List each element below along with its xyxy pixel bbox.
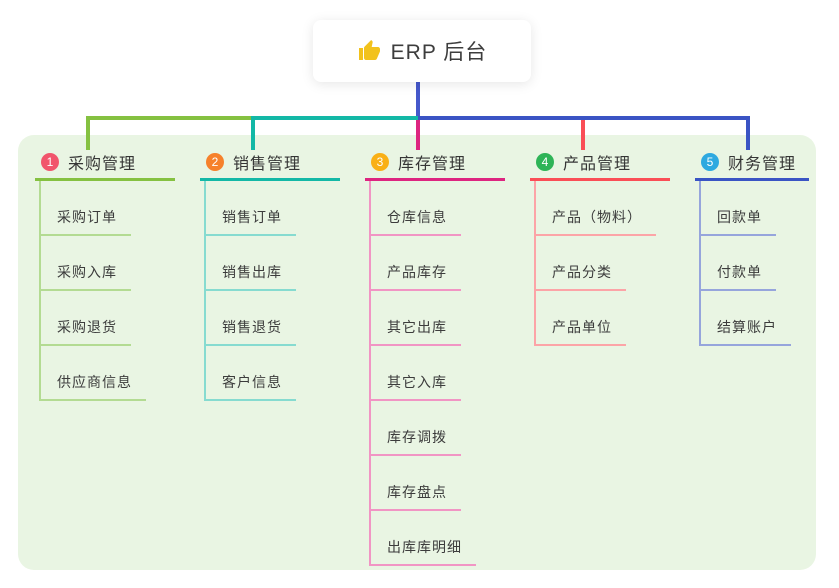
child-node[interactable]: 回款单 <box>701 181 776 236</box>
branches-panel <box>18 135 816 570</box>
branch-node-1[interactable]: 1 采购管理 <box>35 146 175 181</box>
child-label: 销售出库 <box>222 264 282 280</box>
branch-label: 财务管理 <box>728 156 797 173</box>
child-node[interactable]: 其它入库 <box>371 346 461 401</box>
branch-drop-2 <box>251 116 255 150</box>
child-label: 出库库明细 <box>387 539 462 555</box>
child-label: 回款单 <box>717 209 762 225</box>
child-node[interactable]: 采购订单 <box>41 181 131 236</box>
branch-label: 库存管理 <box>398 156 467 173</box>
child-label: 库存调拨 <box>387 429 447 445</box>
child-node[interactable]: 库存调拨 <box>371 401 461 456</box>
child-label: 采购订单 <box>57 209 117 225</box>
branch-children-3: 仓库信息产品库存其它出库其它入库库存调拨库存盘点出库库明细 <box>369 181 476 566</box>
child-node[interactable]: 采购入库 <box>41 236 131 291</box>
child-label: 库存盘点 <box>387 484 447 500</box>
root-connector-line <box>416 82 420 116</box>
thumbs-up-icon <box>357 39 381 63</box>
child-label: 其它出库 <box>387 319 447 335</box>
child-node[interactable]: 库存盘点 <box>371 456 461 511</box>
child-label: 销售订单 <box>222 209 282 225</box>
child-node[interactable]: 采购退货 <box>41 291 131 346</box>
child-label: 产品单位 <box>552 319 612 335</box>
child-node[interactable]: 结算账户 <box>701 291 791 346</box>
child-node[interactable]: 销售订单 <box>206 181 296 236</box>
child-label: 采购退货 <box>57 319 117 335</box>
branch-drop-1 <box>86 116 90 150</box>
branch-node-2[interactable]: 2 销售管理 <box>200 146 340 181</box>
child-node[interactable]: 仓库信息 <box>371 181 461 236</box>
child-node[interactable]: 其它出库 <box>371 291 461 346</box>
branch-drop-5 <box>746 116 750 150</box>
branch-label: 采购管理 <box>68 156 137 173</box>
child-node[interactable]: 付款单 <box>701 236 776 291</box>
child-label: 产品库存 <box>387 264 447 280</box>
child-node[interactable]: 产品单位 <box>536 291 626 346</box>
branch-index-badge: 4 <box>536 153 554 171</box>
child-node[interactable]: 产品分类 <box>536 236 626 291</box>
child-node[interactable]: 销售退货 <box>206 291 296 346</box>
child-label: 结算账户 <box>717 319 777 335</box>
child-label: 仓库信息 <box>387 209 447 225</box>
branch-node-4[interactable]: 4 产品管理 <box>530 146 670 181</box>
child-node[interactable]: 销售出库 <box>206 236 296 291</box>
branch-children-2: 销售订单销售出库销售退货客户信息 <box>204 181 296 401</box>
connector-segment-2 <box>253 116 418 120</box>
branch-children-5: 回款单付款单结算账户 <box>699 181 791 346</box>
child-label: 其它入库 <box>387 374 447 390</box>
branch-drop-4 <box>581 120 585 150</box>
child-node[interactable]: 出库库明细 <box>371 511 476 566</box>
child-node[interactable]: 产品（物料） <box>536 181 656 236</box>
branch-index-badge: 5 <box>701 153 719 171</box>
child-label: 付款单 <box>717 264 762 280</box>
branch-node-3[interactable]: 3 库存管理 <box>365 146 505 181</box>
child-label: 销售退货 <box>222 319 282 335</box>
branch-children-1: 采购订单采购入库采购退货供应商信息 <box>39 181 146 401</box>
connector-segment-5 <box>418 116 750 120</box>
branch-label: 产品管理 <box>563 156 632 173</box>
branch-index-badge: 1 <box>41 153 59 171</box>
connector-segment-1 <box>86 116 255 120</box>
branch-drop-3 <box>416 120 420 150</box>
child-node[interactable]: 客户信息 <box>206 346 296 401</box>
branch-children-4: 产品（物料） 产品分类产品单位 <box>534 181 656 346</box>
branch-index-badge: 2 <box>206 153 224 171</box>
child-label: 客户信息 <box>222 374 282 390</box>
child-node[interactable]: 产品库存 <box>371 236 461 291</box>
child-label: 采购入库 <box>57 264 117 280</box>
root-node[interactable]: ERP 后台 <box>313 20 531 82</box>
child-label: 供应商信息 <box>57 374 132 390</box>
branch-index-badge: 3 <box>371 153 389 171</box>
child-label: 产品（物料） <box>552 209 642 225</box>
root-label: ERP 后台 <box>390 41 488 64</box>
child-node[interactable]: 供应商信息 <box>41 346 146 401</box>
branch-node-5[interactable]: 5 财务管理 <box>695 146 809 181</box>
child-label: 产品分类 <box>552 264 612 280</box>
branch-label: 销售管理 <box>233 156 302 173</box>
